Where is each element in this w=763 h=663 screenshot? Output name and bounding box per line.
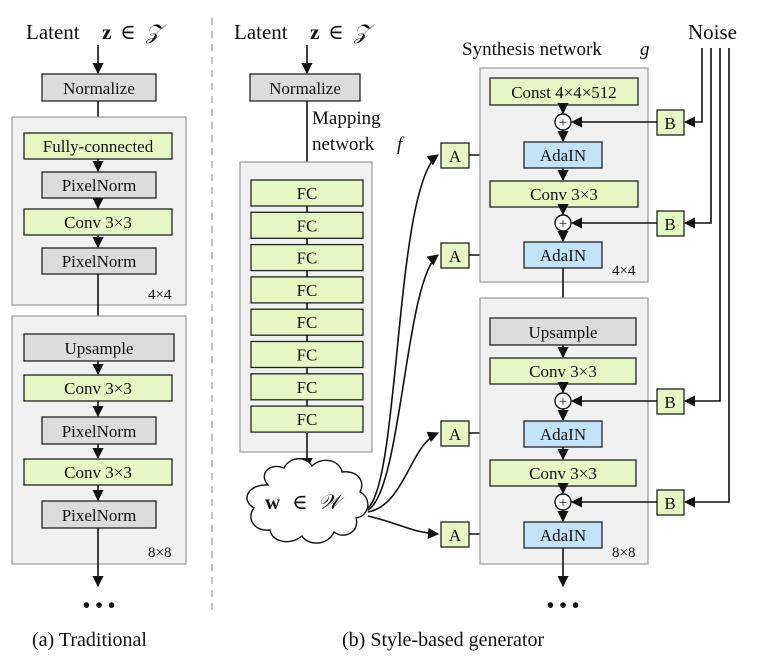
plus-symbol: +: [559, 495, 567, 511]
style-based-generator: Latent z ∈ 𝒵 Normalize Mapping network f…: [234, 20, 737, 651]
traditional-z-set-symbol: 𝒵: [145, 20, 167, 44]
noise-label: Noise: [688, 20, 737, 44]
traditional-latent-label: Latent: [26, 20, 80, 44]
w-latent-cloud: [246, 458, 369, 544]
traditional-pixelnorm-block: [41, 247, 157, 275]
style-affine-a-block: [440, 420, 470, 447]
const-input-block: [489, 77, 639, 106]
synthesis-res-4x4: 4×4: [612, 263, 636, 279]
fc-stack: FC FC FC FC FC FC FC FC: [250, 179, 364, 433]
style-latent-label: Latent: [234, 20, 288, 44]
traditional-pixelnorm-block: [41, 500, 157, 529]
adain-block: [523, 420, 603, 448]
synthesis-conv-label: Conv 3×3: [529, 362, 597, 381]
traditional-conv-label: Conv 3×3: [64, 379, 132, 398]
plus-symbol: +: [559, 394, 567, 410]
mapping-network-label-1: Mapping: [312, 108, 381, 129]
traditional-pixelnorm-label: PixelNorm: [62, 252, 137, 271]
a-label: A: [449, 147, 462, 166]
style-based-caption: (b) Style-based generator: [342, 629, 544, 651]
mapping-fc-block: [250, 373, 364, 401]
traditional-fc-label: Fully-connected: [43, 137, 154, 156]
synthesis-upsample-label: Upsample: [529, 323, 598, 342]
style-normalize-label: Normalize: [269, 79, 341, 98]
synthesis-network-g: g: [640, 39, 650, 60]
traditional-upsample-label: Upsample: [65, 339, 134, 358]
traditional-conv-block: [23, 208, 173, 236]
const-input-label: Const 4×4×512: [511, 83, 617, 102]
traditional-dots: • • •: [83, 593, 116, 617]
mapping-fc-block: [250, 405, 364, 433]
synthesis-upsample-block: [489, 317, 637, 346]
style-z-symbol: z: [310, 20, 319, 44]
traditional-caption: (a) Traditional: [32, 629, 147, 651]
traditional-in-symbol: ∈: [120, 20, 136, 44]
traditional-upsample-block: [23, 333, 175, 362]
mapping-fc-label: FC: [297, 313, 318, 332]
a-label: A: [449, 425, 462, 444]
mapping-fc-label: FC: [297, 184, 318, 203]
style-affine-a-block: [440, 521, 470, 548]
mapping-fc-block: [250, 340, 364, 369]
synthesis-conv-label: Conv 3×3: [530, 185, 598, 204]
traditional-pixelnorm-label: PixelNorm: [62, 176, 137, 195]
b-label: B: [664, 494, 675, 513]
traditional-conv-label: Conv 3×3: [64, 213, 132, 232]
style-normalize-block: [249, 73, 361, 102]
traditional-normalize-block: [41, 73, 157, 102]
plus-symbol: +: [559, 115, 567, 131]
mapping-network-panel: [239, 161, 373, 453]
mapping-fc-block: [250, 211, 364, 239]
adain-block: [523, 141, 603, 169]
traditional-pixelnorm-label: PixelNorm: [62, 506, 137, 525]
traditional-normalize-label: Normalize: [63, 79, 135, 98]
w-latent-symbol: w: [265, 490, 281, 514]
plus-symbol: +: [559, 216, 567, 232]
mapping-fc-label: FC: [297, 410, 318, 429]
traditional-res-8x8: 8×8: [148, 545, 171, 561]
style-z-set-symbol: 𝒵: [353, 20, 375, 44]
mapping-fc-block: [250, 276, 364, 304]
b-label: B: [664, 114, 675, 133]
mapping-fc-label: FC: [297, 281, 318, 300]
mapping-fc-label: FC: [297, 216, 318, 235]
synthesis-conv-label: Conv 3×3: [529, 464, 597, 483]
a-label: A: [449, 247, 462, 266]
traditional-res-4x4: 4×4: [148, 287, 172, 303]
adain-label: AdaIN: [540, 526, 586, 545]
w-in-symbol: ∈: [292, 490, 308, 514]
b-label: B: [664, 215, 675, 234]
traditional-fc-block: [23, 132, 173, 160]
adain-label: AdaIN: [540, 425, 586, 444]
synthesis-conv-block: [489, 357, 637, 385]
style-affine-a-block: [440, 142, 470, 169]
mapping-network-label-2: network: [312, 134, 375, 155]
adain-label: AdaIN: [540, 246, 586, 265]
traditional-conv-label: Conv 3×3: [64, 463, 132, 482]
traditional-pixelnorm-block: [41, 416, 157, 445]
mapping-fc-block: [250, 179, 364, 207]
mapping-fc-label: FC: [297, 378, 318, 397]
traditional-z-symbol: z: [102, 20, 111, 44]
adain-label: AdaIN: [540, 146, 586, 165]
traditional-pixelnorm-label: PixelNorm: [62, 422, 137, 441]
synthesis-conv-block: [489, 459, 637, 487]
adain-block: [523, 521, 603, 549]
mapping-fc-block: [250, 308, 364, 336]
synthesis-network-label: Synthesis network: [462, 39, 602, 60]
mapping-fc-label: FC: [297, 249, 318, 268]
synthesis-dots: • • •: [547, 593, 580, 617]
traditional-network: Latent z ∈ 𝒵 Normalize Fully-connected P…: [11, 20, 187, 651]
synthesis-res-8x8: 8×8: [612, 545, 635, 561]
b-label: B: [664, 393, 675, 412]
style-in-symbol: ∈: [328, 20, 344, 44]
mapping-fc-label: FC: [297, 346, 318, 365]
traditional-conv-block: [23, 458, 173, 486]
a-label: A: [449, 526, 462, 545]
mapping-network-f: f: [397, 134, 405, 155]
